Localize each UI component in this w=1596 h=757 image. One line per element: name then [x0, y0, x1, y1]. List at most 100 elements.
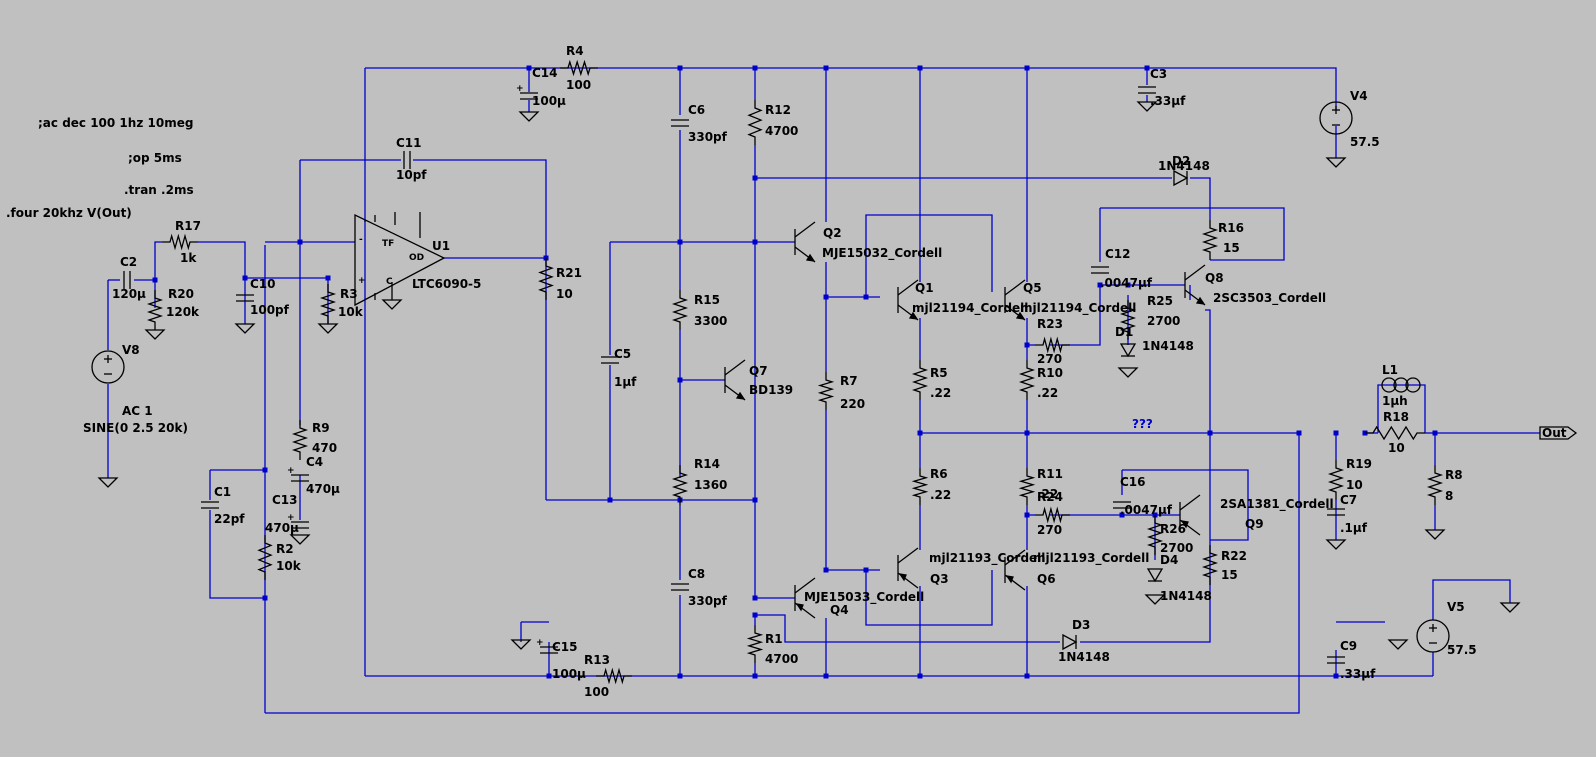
resistor-r24 — [1035, 506, 1070, 524]
resistor-r12 — [747, 100, 763, 145]
ground-symbol — [381, 299, 403, 310]
transistor-q5 — [1004, 279, 1026, 321]
transistor-q1-arrow — [908, 311, 919, 320]
label-r22: R22 — [1221, 549, 1247, 563]
ground-symbol — [144, 329, 166, 340]
junction-dot — [752, 595, 758, 601]
directive-op: ;op 5ms — [128, 151, 182, 165]
junction-dot — [262, 467, 268, 473]
junction-dot — [917, 430, 923, 436]
transistor-q6-arrow — [1005, 575, 1014, 584]
junction-dot — [677, 673, 683, 679]
capacitor-c1 — [201, 501, 219, 509]
transistor-q9-arrow — [1180, 520, 1189, 529]
resistor-r8 — [1426, 465, 1444, 505]
label-u1od: OD — [409, 253, 424, 263]
wire — [1190, 177, 1211, 220]
junction-dot — [677, 377, 683, 383]
junction-dot — [917, 65, 923, 71]
resistor-r7 — [817, 372, 835, 410]
label-c14v: 100µ — [532, 94, 566, 108]
label-r15v: 3300 — [694, 314, 727, 328]
label-q3v: mjl21193_Cordell — [929, 551, 1045, 566]
capacitor-c13-polarity: + — [287, 513, 295, 523]
junction-dot — [1024, 430, 1030, 436]
components — [91, 59, 1578, 685]
label-d3: D3 — [1072, 618, 1090, 632]
label-r24: R24 — [1037, 490, 1063, 504]
junction-dot — [677, 65, 683, 71]
resistor-r18 — [1365, 425, 1425, 441]
ground-symbol — [234, 323, 256, 334]
capacitor-c12 — [1091, 266, 1109, 274]
transistor-q4-arrow — [795, 603, 804, 612]
junction-dot — [752, 497, 758, 503]
label-c4v: 470µ — [306, 482, 340, 496]
label-r18: R18 — [1383, 410, 1409, 424]
label-r26: R26 — [1160, 522, 1186, 536]
transistor-q5-collector — [1004, 279, 1026, 296]
label-c1: C1 — [214, 485, 231, 499]
junction-dot — [1119, 512, 1125, 518]
label-r5: R5 — [930, 366, 948, 380]
label-r3v: 10k — [338, 305, 364, 319]
capacitor-c4-polarity: + — [287, 466, 295, 476]
label-r24v: 270 — [1037, 523, 1062, 537]
diode-d1-body — [1119, 343, 1137, 358]
label-c2: C2 — [120, 255, 137, 269]
transistor-q1 — [897, 279, 919, 321]
transistor-q9 — [1179, 494, 1201, 536]
ground-symbol — [1117, 367, 1139, 378]
junction-dot — [917, 673, 923, 679]
wire — [1432, 579, 1511, 620]
inductor-l1 — [1381, 377, 1421, 393]
junction-dot — [863, 567, 869, 573]
label-v8a: AC 1 — [122, 404, 153, 418]
junction-dot — [1333, 430, 1339, 436]
wire — [1205, 309, 1211, 565]
label-r20v: 120k — [166, 305, 200, 319]
capacitor-c4 — [291, 474, 309, 482]
resistor-r9 — [291, 420, 309, 460]
wire — [209, 510, 265, 599]
label-r15: R15 — [694, 293, 720, 307]
label-d1: D1 — [1115, 325, 1133, 339]
wire — [865, 214, 993, 297]
transistor-q8-arrow — [1195, 296, 1206, 305]
label-c1v: 22pf — [214, 512, 245, 526]
diode-d1 — [1119, 343, 1137, 358]
capacitor-c9 — [1327, 656, 1345, 664]
transistor-q3-collector — [897, 547, 919, 564]
junction-dot — [262, 595, 268, 601]
label-r23v: 270 — [1037, 352, 1062, 366]
label-r6v: .22 — [930, 488, 951, 502]
label-r8: R8 — [1445, 468, 1463, 482]
label-r26v: 2700 — [1160, 541, 1193, 555]
junction-dot — [823, 65, 829, 71]
junction-dot — [1296, 430, 1302, 436]
junction-dot — [1333, 673, 1339, 679]
junction-dot — [1097, 282, 1103, 288]
inductor-l1-loop — [1405, 377, 1421, 393]
voltage-source-v5-circle — [1416, 619, 1450, 653]
junction-dot — [1024, 512, 1030, 518]
label-q7v: BD139 — [749, 383, 793, 397]
resistor-r21 — [538, 258, 554, 300]
label-d2v: 1N4148 — [1158, 159, 1210, 173]
junction-dot — [1024, 65, 1030, 71]
label-q4: Q4 — [830, 603, 849, 617]
ground-symbol — [1424, 529, 1446, 540]
junction-dot — [823, 567, 829, 573]
wire — [1050, 285, 1101, 346]
label-q9v: 2SA1381_Cordell — [1220, 497, 1334, 512]
wire — [198, 241, 246, 278]
label-v5v: 57.5 — [1447, 643, 1477, 657]
label-q4v: MJE15033_Cordell — [804, 590, 924, 605]
label-r11: R11 — [1037, 467, 1063, 481]
label-c11: C11 — [396, 136, 422, 150]
label-c16v: .0047µf — [1120, 503, 1173, 517]
label-r8v: 8 — [1445, 489, 1453, 503]
ground-symbol — [317, 323, 339, 334]
label-r25v: 2700 — [1147, 314, 1180, 328]
capacitor-c6 — [671, 119, 689, 127]
